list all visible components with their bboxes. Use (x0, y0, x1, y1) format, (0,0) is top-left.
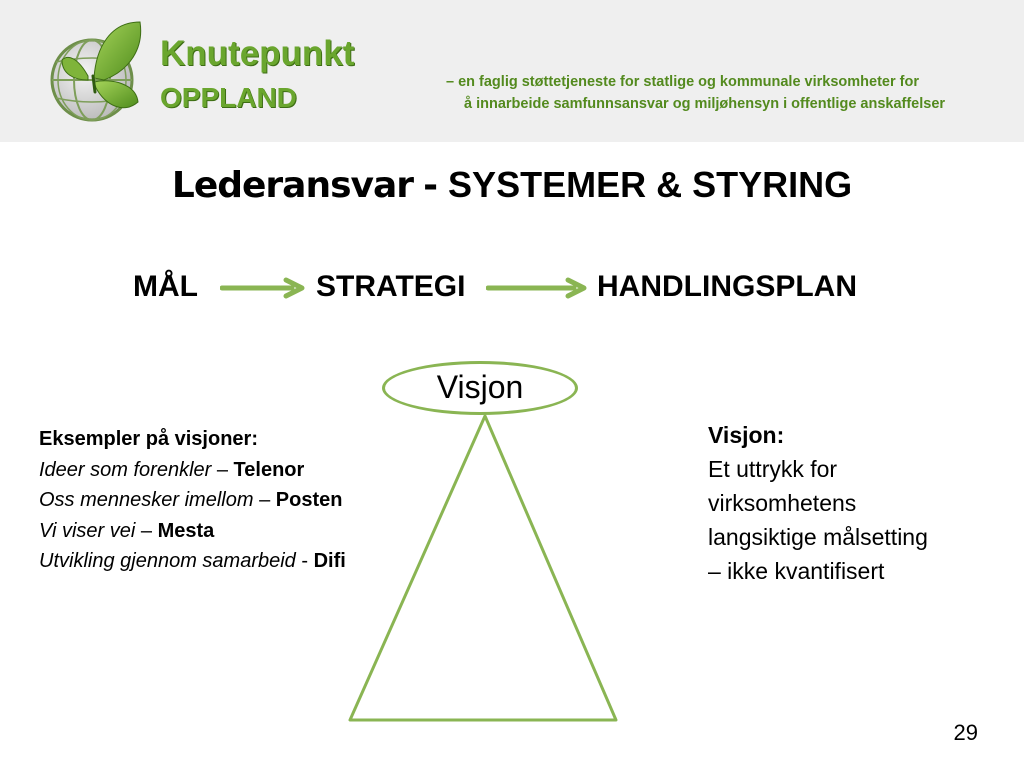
vision-pyramid (348, 414, 618, 722)
list-item: Vi viser vei – Mesta (39, 516, 346, 547)
title-main: Lederansvar (171, 165, 414, 206)
header-tagline: – en faglig støttetjeneste for statlige … (446, 71, 945, 115)
list-item: Oss mennesker imellom – Posten (39, 485, 346, 516)
definition-body: Et uttrykk for virksomhetens langsiktige… (708, 456, 928, 584)
vision-examples: Eksempler på visjoner: Ideer som forenkl… (39, 424, 346, 577)
example-phrase: Vi viser vei (39, 519, 136, 542)
example-phrase: Utvikling gjennom samarbeid (39, 550, 296, 572)
flow-step-handlingsplan: HANDLINGSPLAN (597, 270, 857, 303)
flow-step-strategi: STRATEGI (316, 270, 466, 303)
vision-definition: Visjon: Et uttrykk for virksomhetens lan… (708, 418, 938, 588)
example-separator: – (140, 519, 153, 542)
title-dash: - (423, 165, 439, 206)
example-organization: Mesta (157, 519, 215, 542)
brand-region: OPPLAND (160, 82, 297, 113)
vision-ellipse (382, 361, 578, 415)
examples-heading: Eksempler på visjoner: (39, 428, 258, 450)
right-arrow-icon (220, 277, 305, 299)
globe-butterfly-icon (50, 21, 142, 122)
page-number: 29 (953, 720, 978, 745)
title-subtitle: SYSTEMER & STYRING (448, 164, 853, 205)
definition-heading: Visjon: (708, 422, 785, 448)
list-item: Utvikling gjennom samarbeid - Difi (39, 546, 346, 577)
slide-title: Lederansvar - SYSTEMER & STYRING (0, 164, 1024, 206)
right-arrow-icon (486, 277, 587, 299)
list-item: Ideer som forenkler – Telenor (39, 455, 346, 486)
example-organization: Difi (313, 550, 346, 572)
example-phrase: Ideer som forenkler (39, 458, 212, 481)
example-organization: Posten (275, 489, 343, 511)
example-separator: - (301, 550, 309, 572)
example-phrase: Oss mennesker imellom (39, 489, 254, 511)
example-organization: Telenor (233, 458, 305, 481)
brand-name: Knutepunkt (160, 34, 355, 73)
flow-step-mal: MÅL (133, 270, 198, 303)
example-separator: – (259, 489, 271, 511)
example-separator: – (216, 458, 228, 481)
tagline-line-1: – en faglig støttetjeneste for statlige … (446, 74, 919, 90)
tagline-line-2: å innarbeide samfunnsansvar og miljøhens… (464, 96, 946, 112)
vision-label: Visjon (436, 369, 524, 405)
slide-header: Knutepunkt OPPLAND – en faglig støttetje… (0, 0, 1024, 142)
